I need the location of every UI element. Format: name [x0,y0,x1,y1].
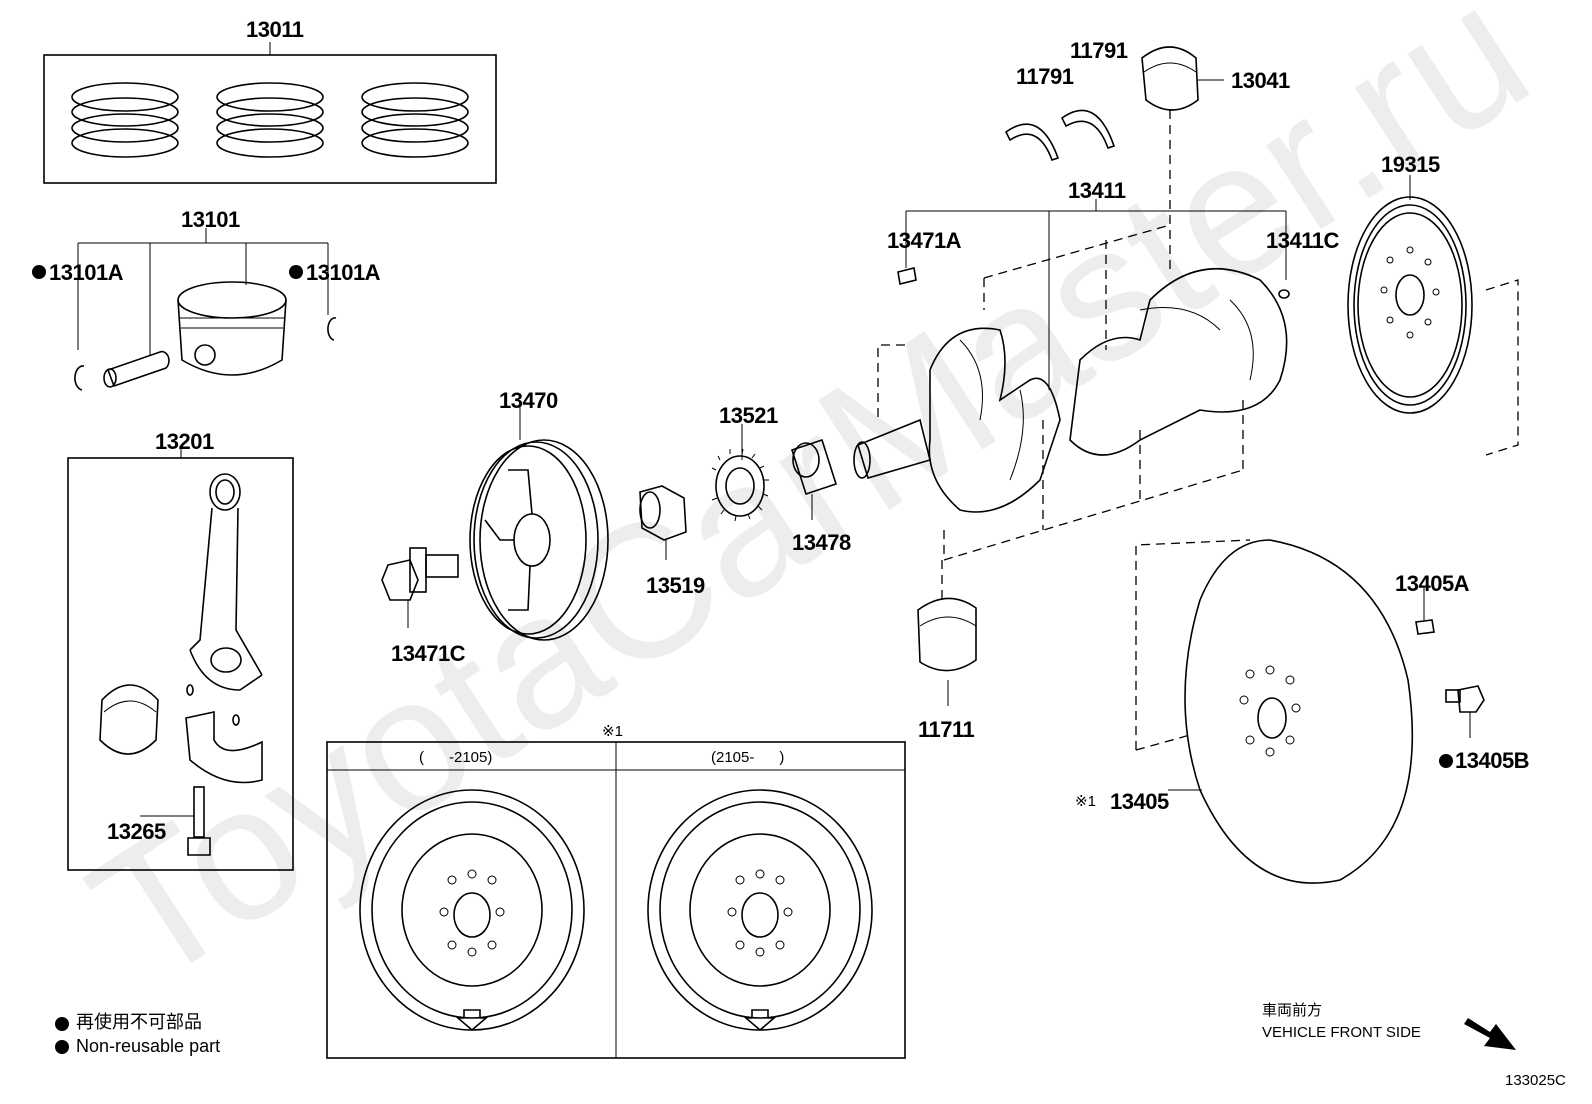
part-label-13521[interactable]: 13521 [719,403,778,428]
flywheel-variant-table [326,741,906,1059]
variant-table-note-mark: ※1 [602,723,623,740]
part-label-13405a[interactable]: 13405A [1395,571,1470,596]
part-label-11791-a[interactable]: 11791 [1016,64,1074,89]
flywheel-old [359,789,585,1032]
bushing-13519-drawing [639,485,687,560]
part-label-13101a-right[interactable]: 13101A [306,260,381,285]
ring-set-1 [71,82,179,158]
variant-column-right: (2105- ) [711,749,785,766]
part-label-13101[interactable]: 13101 [181,207,240,232]
part-label-13471c[interactable]: 13471C [391,641,466,666]
crank-pulley-drawing [469,407,609,641]
ring-set-3 [361,82,469,158]
part-label-13519[interactable]: 13519 [646,573,705,598]
main-bearing-drawing [917,597,977,706]
part-label-13478[interactable]: 13478 [792,530,851,555]
ring-set-2 [216,82,324,158]
reference-mark-13405: ※1 [1075,793,1096,810]
vehicle-front-arrow-icon [1464,1018,1516,1050]
sleeve-13478-drawing [790,438,838,520]
part-label-13041[interactable]: 13041 [1231,68,1290,93]
connecting-rod-drawing [67,446,294,871]
pulley-bolt-drawing [381,547,459,628]
legend-bullet-icon [55,1040,69,1054]
part-label-13201[interactable]: 13201 [155,429,214,454]
part-label-13470[interactable]: 13470 [499,388,558,413]
part-label-13471a[interactable]: 13471A [887,228,962,253]
variant-column-left: ( -2105) [419,749,493,766]
front-direction-en: VEHICLE FRONT SIDE [1262,1024,1421,1041]
legend-en: Non-reusable part [76,1036,221,1056]
legend-bullet-icon [55,1017,69,1031]
non-reusable-icon [1439,754,1453,768]
legend-jp: 再使用不可部品 [76,1012,202,1032]
crankshaft-drawing [853,110,1519,751]
thrust-washer-drawing [1004,109,1116,162]
part-label-13011[interactable]: 13011 [246,17,304,42]
non-reusable-icon [32,265,46,279]
rod-bearing-13041-drawing [1141,46,1224,111]
front-direction-jp: 車両前方 [1262,1002,1323,1019]
timing-sprocket-drawing [711,424,769,522]
part-label-13101a-left[interactable]: 13101A [49,260,124,285]
piston-set-drawing [74,228,337,391]
diagram-id: 133025C [1505,1072,1566,1089]
part-label-13405b[interactable]: 13405B [1455,748,1530,773]
part-label-13265[interactable]: 13265 [107,819,166,844]
part-label-13411[interactable]: 13411 [1068,178,1126,203]
piston-ring-set-drawing [43,42,497,184]
part-label-13405[interactable]: 13405 [1110,789,1169,814]
part-label-11791-b[interactable]: 11791 [1070,38,1128,63]
part-label-11711[interactable]: 11711 [918,717,975,742]
timing-rotor-drawing [1347,175,1473,414]
part-label-19315[interactable]: 19315 [1381,152,1440,177]
drive-plate-drawing [1168,539,1485,884]
non-reusable-icon [289,265,303,279]
flywheel-new [647,789,873,1032]
part-label-13411c[interactable]: 13411C [1266,228,1339,253]
